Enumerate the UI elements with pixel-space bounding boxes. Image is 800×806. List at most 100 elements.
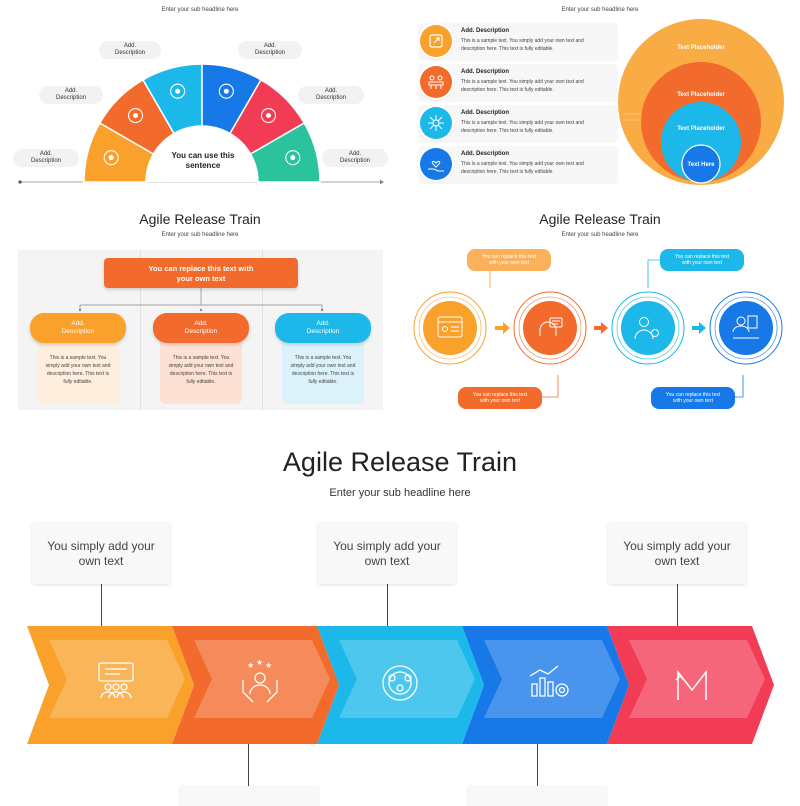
desc-heading: Add. Description xyxy=(461,69,510,75)
column-head-1: Add.Description xyxy=(30,313,126,343)
chevron-2 xyxy=(172,626,339,744)
flow-arrow-2 xyxy=(594,322,608,334)
bottom-box-2 xyxy=(468,786,606,806)
semicircle-icon-dot-4 xyxy=(223,88,229,94)
baseline-start-dot xyxy=(18,180,22,184)
desc-item-2: Add. Description This is a sample text. … xyxy=(418,64,618,102)
growth-chart-gear-icon xyxy=(529,665,569,697)
svg-text:★: ★ xyxy=(256,658,263,667)
semicircle-icon-dot-5 xyxy=(265,113,271,119)
lightbulb-icon xyxy=(103,150,119,166)
circle-label-2: Text Placeholder xyxy=(677,92,725,98)
semi-label-5: Add.Description xyxy=(13,149,79,167)
semicircle-diagram: You can use this sentence xyxy=(18,63,384,190)
banner-connectors xyxy=(78,285,324,312)
rating-review-icon xyxy=(732,315,759,339)
bottom-box-1 xyxy=(180,786,318,806)
connector-5 xyxy=(537,744,538,800)
support-chat-icon xyxy=(539,317,563,336)
desc-heading: Add. Description xyxy=(461,28,510,34)
column-head-2: Add.Description xyxy=(153,313,249,343)
hand-heart-icon xyxy=(420,148,452,180)
semi-label-1: Add.Description xyxy=(99,41,161,59)
chevron-inner-5 xyxy=(629,640,765,718)
brain-gear-icon xyxy=(127,107,144,124)
hands-person-stars-icon: ★★★ xyxy=(242,658,278,703)
desc-text: This is a sample text. You simply add yo… xyxy=(461,38,584,52)
circle-label-1: Text Placeholder xyxy=(677,45,725,51)
circle-inner xyxy=(681,144,721,184)
semicircle-icon-dot-2 xyxy=(133,113,139,119)
profile-card-icon xyxy=(437,316,463,338)
connector-1 xyxy=(101,584,102,626)
semicircle-center xyxy=(146,126,258,182)
main-subtitle: Enter your sub headline here xyxy=(329,487,471,499)
user-gear-icon xyxy=(634,317,659,340)
semicircle-icon-dot-3 xyxy=(175,88,181,94)
circle-label-4: Text Here xyxy=(688,162,716,168)
column-head-3: Add.Description xyxy=(275,313,371,343)
svg-text:★: ★ xyxy=(265,661,272,670)
slide-mr-subtitle: Enter your sub headline here xyxy=(561,232,639,238)
flow-node-3 xyxy=(621,301,675,355)
semicircle-icon-dot-6 xyxy=(290,155,296,161)
globe-people-icon xyxy=(218,83,234,99)
slide-tl-subtitle: Enter your sub headline here xyxy=(161,7,239,13)
slide-tr-subtitle: Enter your sub headline here xyxy=(561,7,639,13)
svg-text:★: ★ xyxy=(247,661,254,670)
network-icon xyxy=(420,107,452,139)
org-chart-icon xyxy=(98,662,134,699)
semi-label-3: Add.Description xyxy=(39,86,103,104)
desc-text: This is a sample text. You simply add yo… xyxy=(461,161,584,175)
slide-ml-title: Agile Release Train xyxy=(139,211,261,227)
desc-item-4: Add. Description This is a sample text. … xyxy=(418,146,618,184)
desc-heading: Add. Description xyxy=(461,151,510,157)
flow-arrow-3 xyxy=(692,322,706,334)
semi-label-6: Add.Description xyxy=(322,149,388,167)
chevron-5 xyxy=(607,626,774,744)
slide-mr-title: Agile Release Train xyxy=(539,211,661,227)
team-meeting-icon xyxy=(420,66,452,98)
semi-label-4: Add.Description xyxy=(298,86,364,104)
circle-third xyxy=(661,102,741,182)
desc-text: This is a sample text. You simply add yo… xyxy=(461,79,584,93)
chevron-inner-2 xyxy=(194,640,330,718)
flow-node-2 xyxy=(523,301,577,355)
connector-2 xyxy=(387,584,388,626)
chevron-inner-3 xyxy=(339,640,475,718)
main-title: Agile Release Train xyxy=(282,447,518,477)
chevron-process: ★★★ xyxy=(27,626,774,744)
desc-item-1: Add. Description This is a sample text. … xyxy=(418,23,618,61)
semi-label-2: Add.Description xyxy=(238,41,302,59)
nested-circles: Text Placeholder Text Placeholder Text P… xyxy=(618,19,784,185)
center-text-line2: sentence xyxy=(186,161,221,170)
desc-item-3: Add. Description This is a sample text. … xyxy=(418,105,618,143)
flow-node-4 xyxy=(719,301,773,355)
desc-heading: Add. Description xyxy=(461,110,510,116)
expand-icon xyxy=(420,25,452,57)
chevron-inner-1 xyxy=(49,640,185,718)
circle-flow-diagram xyxy=(413,259,783,398)
desc-text: This is a sample text. You simply add yo… xyxy=(461,120,584,134)
pivot-arrow-icon xyxy=(675,669,707,700)
team-gear-icon xyxy=(382,665,418,701)
flow-node-1 xyxy=(423,301,477,355)
center-text-line1: You can use this xyxy=(172,151,236,160)
scales-icon xyxy=(260,107,277,124)
handshake-icon xyxy=(285,150,301,166)
chevron-inner-4 xyxy=(484,640,620,718)
team-board-icon xyxy=(170,83,186,99)
circle-label-3: Text Placeholder xyxy=(677,126,725,132)
connector-4 xyxy=(248,744,249,800)
semicircle-icon-dot-1 xyxy=(108,155,114,161)
